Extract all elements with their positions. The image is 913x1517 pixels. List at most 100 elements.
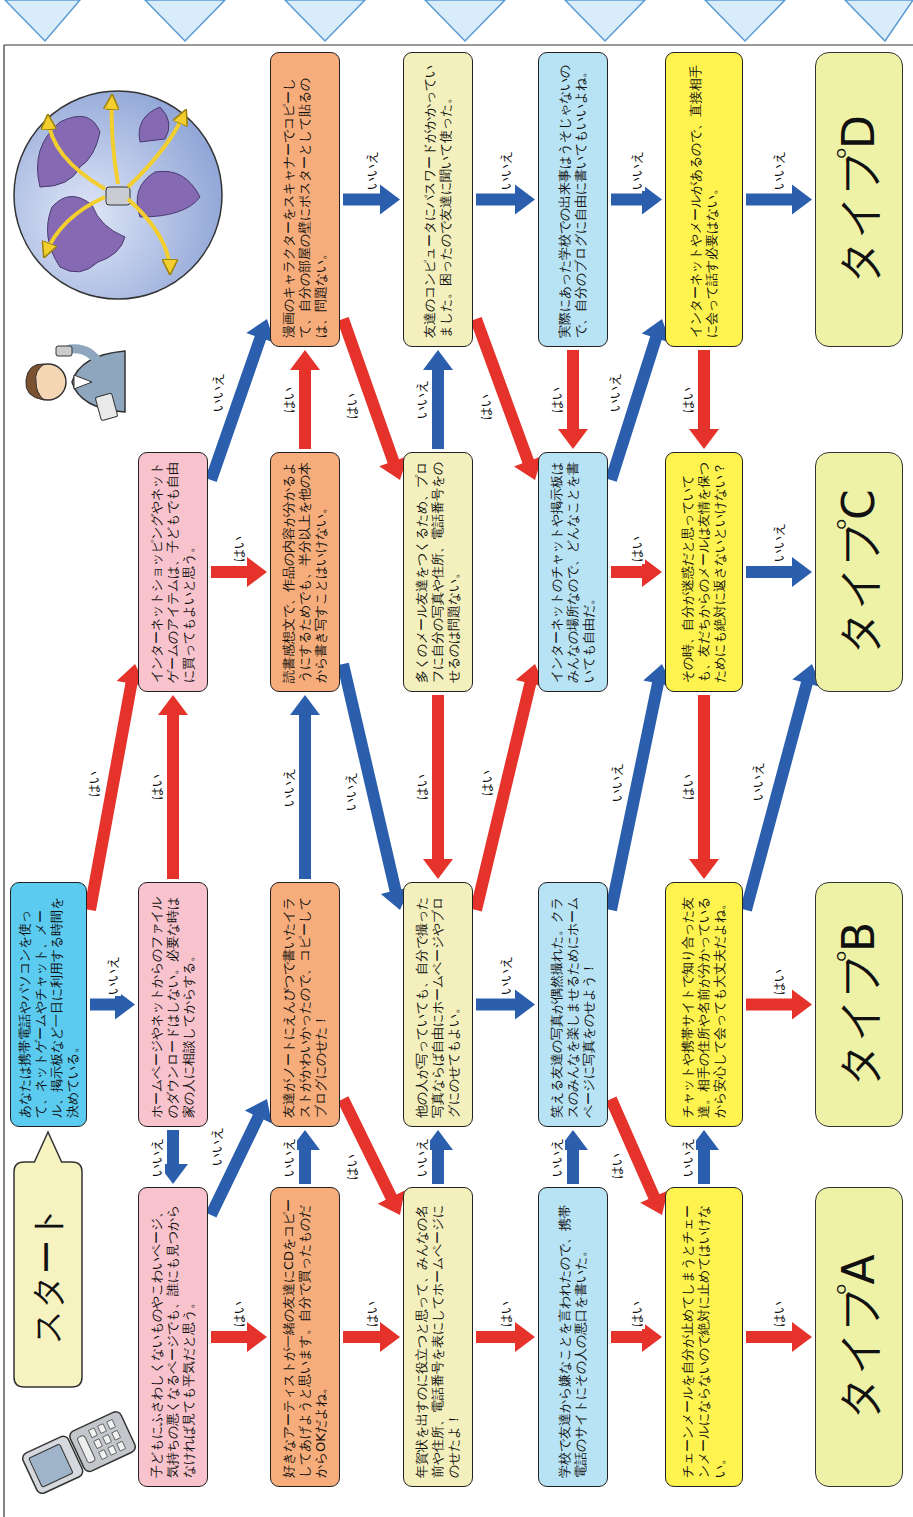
edge-label: はい <box>771 1299 787 1329</box>
edge-label: はい <box>479 768 495 798</box>
node-text: 好きなアーティストが一緒の友達にCDをコピーしてあげようと思います。自分で買った… <box>281 1196 329 1478</box>
edge-label: いいえ <box>607 371 623 414</box>
question-box: チェーンメールを自分が止めてしまうとチェーンメールにならないので絶対に止めてはい… <box>665 1187 743 1487</box>
edge-label: はい <box>771 967 787 997</box>
edge-label: はい <box>549 385 565 415</box>
question-box: インターネットショッピングやネットゲームのアイテムは、子どもでも自由に買ってもよ… <box>138 452 208 692</box>
edge-label: はい <box>149 772 165 802</box>
question-box: 多くのメール友達をつくるため、プロフに自分の写真や住所、電話番号をのせるのは問題… <box>403 452 473 692</box>
node-text: 友達がノートにえんぴつで書いたイラストがかわいかったので、コピーしてブログにのせ… <box>281 891 329 1118</box>
node-text: 多くのメール友達をつくるため、プロフに自分の写真や住所、電話番号をのせるのは問題… <box>414 461 462 683</box>
edge-label: はい <box>414 772 430 802</box>
question-box: 友達のコンピュータにパスワードがかかっていました。困ったので友達に聞いて使った。 <box>403 52 473 347</box>
flow-arrow <box>338 1096 405 1215</box>
edge-label: はい <box>231 1299 247 1329</box>
edge-label: いいえ <box>771 149 787 192</box>
node-text: チェーンメールを自分が止めてしまうとチェーンメールにならないので絶対に止めてはい… <box>680 1196 728 1478</box>
result-box: タイプB <box>815 882 903 1127</box>
edge-label: はい <box>86 769 102 799</box>
node-text: 子どもにふさわしくないものやこわいページ、気持ちの悪くなるページでも、誰にも見つ… <box>149 1196 197 1478</box>
edge-label: いいえ <box>209 1125 225 1168</box>
node-text: その時、自分が迷惑だと思っていても、友だちからのメールは友情を保つためにも絶対に… <box>680 461 728 683</box>
start-callout: スタート <box>14 1162 82 1387</box>
edge-label: いいえ <box>750 760 766 803</box>
question-box: 学校で友達から嫌なことを言われたので、携帯電話のサイトにその人の悪口を書いた。 <box>538 1187 608 1487</box>
node-text: インターネットショッピングやネットゲームのアイテムは、子どもでも自由に買ってもよ… <box>149 461 197 683</box>
result-label: タイプB <box>835 922 883 1087</box>
edge-label: いいえ <box>281 766 297 809</box>
edge-label: はい <box>629 1299 645 1329</box>
edge-label: いいえ <box>629 149 645 192</box>
flow-arrow <box>605 319 670 482</box>
edge-label: いいえ <box>149 1136 165 1179</box>
edge-label: はい <box>364 1299 380 1329</box>
flow-arrow <box>606 1097 668 1215</box>
question-box: 年賀状を出すのに役立つと思って、みんなの名前や住所、電話番号を表にしてホームペー… <box>403 1187 473 1487</box>
flow-arrow <box>470 664 545 911</box>
question-box: ホームページやネットからのファイルのダウンロードはしない。必要な時は家の人に相談… <box>138 882 208 1127</box>
edge-label: いいえ <box>210 371 226 414</box>
result-box: タイプC <box>815 452 903 692</box>
question-box: 笑える友達の写真が偶然撮れた。クラスのみんなを楽しませるためにホームページに写真… <box>538 882 608 1127</box>
edge-label: いいえ <box>771 521 787 564</box>
node-text: 笑える友達の写真が偶然撮れた。クラスのみんなを楽しませるためにホームページに写真… <box>549 891 597 1118</box>
edge-label: はい <box>344 1152 360 1182</box>
node-text: 読書感想文で、作品の内容が分かるようにするためでも、半分以上を他の本から書き写す… <box>281 461 329 683</box>
question-box: 他の人が写っていても、自分で撮った写真ならば自由にホームページやブログにのせても… <box>403 882 473 1127</box>
flow-arrow <box>337 663 410 910</box>
edge-label: いいえ <box>498 149 514 192</box>
node-text: 他の人が写っていても、自分で撮った写真ならば自由にホームページやブログにのせても… <box>414 891 462 1118</box>
question-box: 実際にあった学校での出来事はうそじゃないので、自分のブログに自由に書いてもいいよ… <box>538 52 608 347</box>
start-box: あなたは携帯電話やパソコンを使って、ネットゲームやチャット、メール、掲示板など一… <box>10 882 87 1127</box>
question-box: インターネットのチャットや掲示板はみんなの場所なので、どんなことを書いても自由だ… <box>538 452 608 692</box>
edge-label: いいえ <box>498 954 514 997</box>
question-box: 友達がノートにえんぴつで書いたイラストがかわいかったので、コピーしてブログにのせ… <box>270 882 340 1127</box>
edge-label: いいえ <box>680 1136 696 1179</box>
edge-label: はい <box>231 534 247 564</box>
edge-label: いいえ <box>414 1136 430 1179</box>
flow-arrow <box>740 664 821 912</box>
node-text: ホームページやネットからのファイルのダウンロードはしない。必要な時は家の人に相談… <box>149 891 197 1118</box>
flow-arrow <box>206 1099 272 1218</box>
page-frame <box>4 45 913 1517</box>
mobile-phone <box>21 1410 137 1496</box>
node-text: チャットや携帯サイトで知り合った友達。相手の住所や名前が分かっているから安心して… <box>680 891 728 1118</box>
edge-label: はい <box>498 1299 514 1329</box>
node-text: あなたは携帯電話やパソコンを使って、ネットゲームやチャット、メール、掲示板など一… <box>17 891 80 1118</box>
flow-arrow <box>605 664 673 911</box>
flow-arrow <box>84 664 146 911</box>
edge-label: いいえ <box>281 1136 297 1179</box>
edge-label: いいえ <box>105 954 121 997</box>
edge-label: はい <box>609 1151 625 1181</box>
globe <box>14 91 222 299</box>
question-box: チャットや携帯サイトで知り合った友達。相手の住所や名前が分かっているから安心して… <box>665 882 743 1127</box>
node-text: スタート <box>29 1205 66 1344</box>
node-text: 友達のコンピュータにパスワードがかかっていました。困ったので友達に聞いて使った。 <box>422 61 454 338</box>
flow-arrow <box>337 317 407 480</box>
question-box: 漫画のキャラクターをスキャナーでコピーして、自分の部屋の壁にポスターとして貼るの… <box>270 52 340 347</box>
result-label: タイプD <box>835 115 883 284</box>
flow-arrow <box>205 319 274 482</box>
node-text: 漫画のキャラクターをスキャナーでコピーして、自分の部屋の壁にポスターとして貼るの… <box>281 61 329 338</box>
edge-label: はい <box>478 392 494 422</box>
person-with-phone <box>26 346 125 421</box>
node-text: インターネットやメールがあるので、直接相手に会って話す必要はない。 <box>688 61 720 338</box>
flow-arrow <box>470 317 542 480</box>
edge-label: はい <box>629 534 645 564</box>
edge-label: いいえ <box>414 378 430 421</box>
node-text: 実際にあった学校での出来事はうそじゃないので、自分のブログに自由に書いてもいいよ… <box>557 61 589 338</box>
edge-label: いいえ <box>364 149 380 192</box>
edge-label: いいえ <box>549 1136 565 1179</box>
node-text: 学校で友達から嫌なことを言われたので、携帯電話のサイトにその人の悪口を書いた。 <box>557 1196 589 1478</box>
edge-label: はい <box>344 391 360 421</box>
edge-label: はい <box>680 772 696 802</box>
edge-label: いいえ <box>343 770 359 813</box>
question-box: 読書感想文で、作品の内容が分かるようにするためでも、半分以上を他の本から書き写す… <box>270 452 340 692</box>
node-text: インターネットのチャットや掲示板はみんなの場所なので、どんなことを書いても自由だ… <box>549 461 597 683</box>
question-box: インターネットやメールがあるので、直接相手に会って話す必要はない。 <box>665 52 743 347</box>
question-box: 好きなアーティストが一緒の友達にCDをコピーしてあげようと思います。自分で買った… <box>270 1187 340 1487</box>
question-box: その時、自分が迷惑だと思っていても、友だちからのメールは友情を保つためにも絶対に… <box>665 452 743 692</box>
edge-label: いいえ <box>609 761 625 804</box>
result-label: タイプC <box>835 489 883 655</box>
question-box: 子どもにふさわしくないものやこわいページ、気持ちの悪くなるページでも、誰にも見つ… <box>138 1187 208 1487</box>
